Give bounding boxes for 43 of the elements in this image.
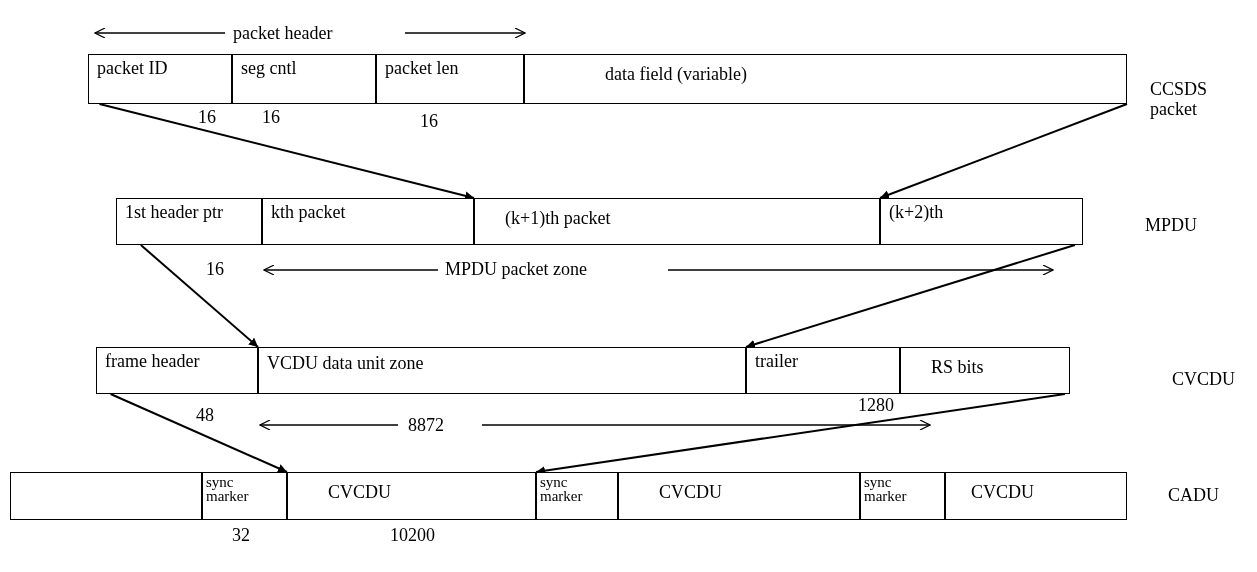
field-box <box>746 347 900 394</box>
field-name: packet ID <box>97 59 168 79</box>
field-name: CVCDU <box>659 483 722 503</box>
field-box <box>860 472 945 520</box>
field-name: VCDU data unit zone <box>267 354 424 374</box>
field-box <box>116 198 262 245</box>
field-box <box>96 347 258 394</box>
field-name: seg cntl <box>241 59 297 79</box>
arrow <box>109 393 288 473</box>
field-name: frame header <box>105 352 200 372</box>
field-name: CVCDU <box>328 483 391 503</box>
field-name: kth packet <box>271 203 346 223</box>
field-name: CVCDU <box>971 483 1034 503</box>
field-name: (k+2)th <box>889 203 944 223</box>
dimension-label: packet header <box>233 24 333 44</box>
field-box <box>258 347 746 394</box>
field-name: packet len <box>385 59 459 79</box>
arrow <box>879 103 1128 199</box>
field-box <box>262 198 474 245</box>
field-box <box>232 54 376 104</box>
field-box <box>287 472 536 520</box>
field-name: sync marker <box>206 475 250 504</box>
arrow <box>745 244 1076 349</box>
bit-count: 16 <box>198 108 216 128</box>
field-box <box>376 54 524 104</box>
arrow <box>139 244 259 348</box>
field-name: sync marker <box>864 475 908 504</box>
field-name: data field (variable) <box>605 65 747 85</box>
field-box <box>524 54 1127 104</box>
field-box <box>900 347 1070 394</box>
field-name: 1st header ptr <box>125 203 223 223</box>
field-box <box>945 472 1127 520</box>
field-box <box>880 198 1083 245</box>
dimension-label: MPDU packet zone <box>445 260 587 280</box>
field-box <box>618 472 860 520</box>
field-name: sync marker <box>540 475 584 504</box>
field-name: trailer <box>755 352 798 372</box>
field-name: RS bits <box>931 358 984 378</box>
field-box <box>474 198 880 245</box>
field-box <box>202 472 287 520</box>
field-box <box>536 472 618 520</box>
field-box <box>88 54 232 104</box>
field-name: (k+1)th packet <box>505 209 611 229</box>
